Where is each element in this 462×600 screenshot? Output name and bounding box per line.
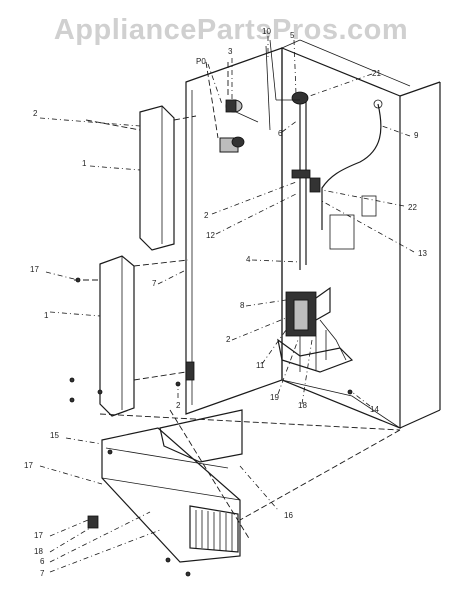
motor-bracket — [205, 61, 259, 153]
callout-21: 21 — [372, 69, 381, 78]
water-tube — [265, 39, 382, 270]
callout-17: 17 — [30, 265, 39, 274]
callout-p0: P0 — [196, 57, 206, 66]
callout-13: 13 — [418, 249, 427, 258]
callout-9: 9 — [414, 131, 419, 140]
kick-plate-grille — [195, 510, 233, 551]
callout-6: 6 — [40, 557, 45, 566]
callout-12: 12 — [206, 231, 215, 240]
callout-14: 14 — [370, 405, 379, 414]
callout-labels: 2 1 17 1 7 P0 3 10 5 6 21 9 22 13 2 12 4… — [24, 27, 427, 578]
callout-1: 1 — [82, 159, 87, 168]
callout-2: 2 — [226, 335, 231, 344]
lower-trim-panel — [74, 255, 195, 417]
callout-18: 18 — [298, 401, 307, 410]
callout-5: 5 — [290, 31, 295, 40]
callout-17: 17 — [34, 531, 43, 540]
leader-lines — [39, 36, 415, 573]
callout-2: 2 — [33, 109, 38, 118]
callout-8: 8 — [240, 301, 245, 310]
callout-6: 6 — [278, 129, 283, 138]
callout-3: 3 — [228, 47, 233, 56]
mullion-panel — [185, 47, 283, 415]
frame-line-2 — [169, 409, 251, 541]
callout-17: 17 — [24, 461, 33, 470]
callout-10: 10 — [262, 27, 271, 36]
screws — [69, 277, 353, 577]
watermark: AppliancePartsPros.com — [53, 14, 409, 46]
upper-trim-panel — [85, 105, 197, 251]
frame-line-1 — [99, 413, 401, 431]
callout-7: 7 — [152, 279, 157, 288]
callout-7: 7 — [40, 569, 45, 578]
callout-2: 2 — [176, 401, 181, 410]
callout-15: 15 — [50, 431, 59, 440]
kick-plate — [87, 409, 243, 563]
callout-4: 4 — [246, 255, 251, 264]
valve-assembly — [277, 286, 354, 373]
callout-22: 22 — [408, 203, 417, 212]
callout-11: 11 — [256, 361, 265, 370]
callout-16: 16 — [284, 511, 293, 520]
frame-line-3 — [239, 429, 401, 521]
callout-1: 1 — [44, 311, 49, 320]
callout-18: 18 — [34, 547, 43, 556]
callout-2: 2 — [204, 211, 209, 220]
callout-19: 19 — [270, 393, 279, 402]
